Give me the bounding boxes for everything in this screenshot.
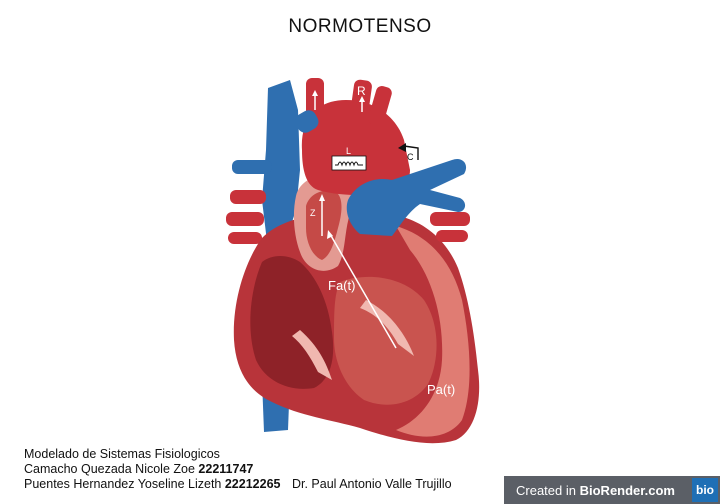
valve-leaflets (360, 300, 414, 356)
biorender-badge[interactable]: Created in BioRender.com bio (504, 476, 720, 504)
author-1-name: Camacho Quezada Nicole Zoe (24, 462, 195, 476)
professor: Dr. Paul Antonio Valle Trujillo (291, 477, 452, 491)
author-1: Camacho Quezada Nicole Zoe 22211747 (24, 462, 452, 477)
valve-leaflets-2 (292, 330, 332, 380)
ventricle-wall (396, 226, 470, 437)
author-2-id: 22212265 (224, 477, 281, 491)
arrow-z-head (319, 194, 325, 201)
page-title: NORMOTENSO (288, 16, 432, 37)
aortic-branch-3 (368, 85, 392, 127)
arrow-r-head (312, 90, 318, 96)
atrium-inner (306, 190, 342, 260)
vena-cava (262, 80, 300, 250)
arrow-r2-head (359, 96, 365, 102)
pulmonary-vein-right-1 (430, 212, 470, 226)
right-ventricle (334, 276, 437, 405)
arrow-fa-head (327, 230, 333, 239)
aorta (301, 100, 410, 196)
badge-prefix: Created in (516, 482, 576, 498)
capacitor-bracket (403, 145, 419, 160)
label-r: R (357, 84, 366, 98)
badge-text: Created in BioRender.com (504, 483, 675, 498)
pulmonary-vein-left-3 (226, 212, 264, 226)
course-name: Modelado de Sistemas Fisiologicos (24, 447, 220, 461)
pulmonary-vein-left-2 (230, 190, 266, 204)
label-l: L (346, 146, 351, 156)
pulmonary-artery (346, 158, 467, 236)
author-2: Puentes Hernandez Yoseline Lizeth 222122… (24, 477, 452, 492)
arrow-fa (329, 233, 397, 349)
pulmonary-vein-left-4 (228, 232, 262, 244)
capacitor-arrow-icon (398, 143, 406, 152)
label-z: Z (310, 208, 316, 218)
brachiocephalic-vein (295, 110, 319, 133)
author-2-name: Puentes Hernandez Yoseline Lizeth (24, 477, 222, 491)
label-fa: Fa(t) (328, 278, 355, 293)
pulmonary-vein-right-2 (436, 230, 468, 242)
label-c: C (407, 152, 414, 162)
credits: Modelado de Sistemas Fisiologicos Camach… (24, 447, 452, 492)
author-1-id: 22211747 (198, 462, 254, 476)
label-pa: Pa(t) (427, 382, 455, 397)
badge-brand: BioRender.com (579, 482, 675, 498)
pulmonary-vein-left-1 (232, 160, 272, 174)
inductor-icon (335, 161, 363, 167)
biorender-logo-icon: bio (692, 478, 718, 502)
